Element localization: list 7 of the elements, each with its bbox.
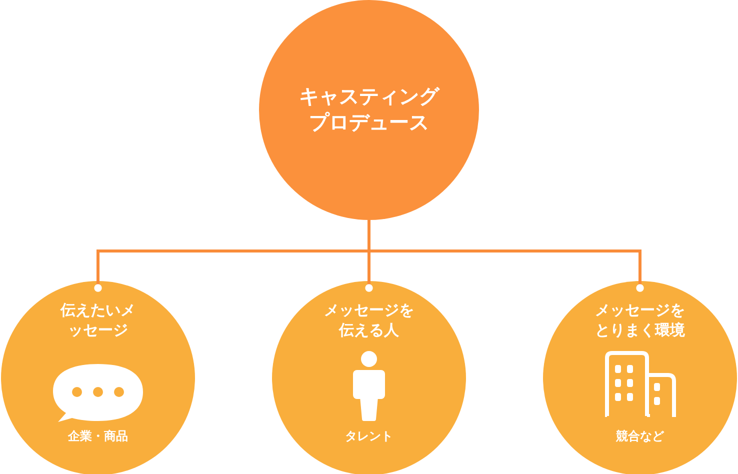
node-caption: タレント [344, 429, 394, 445]
node-heading: 伝えたいメッセージ [59, 301, 136, 340]
node-caption: 企業・商品 [66, 429, 129, 445]
node-title: キャスティングプロデュース [298, 83, 441, 135]
node-heading: メッセージを伝える人 [323, 301, 415, 340]
node-caption: 競合など [614, 429, 666, 445]
node-heading: メッセージをとりまく環境 [594, 301, 686, 340]
